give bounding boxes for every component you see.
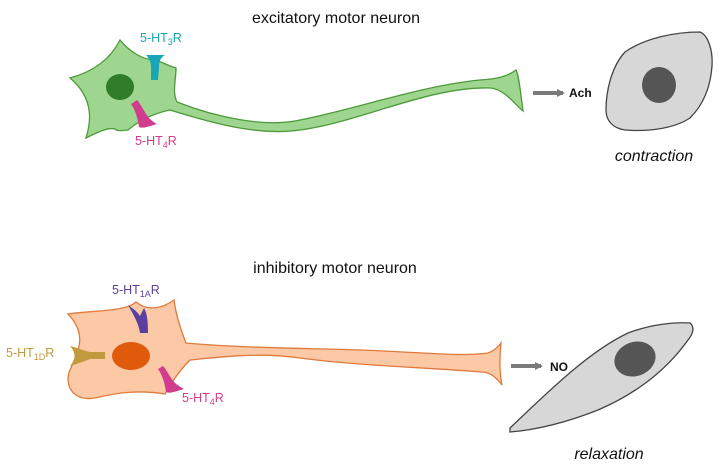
5ht4-receptor-icon xyxy=(158,366,184,393)
ach-label: Ach xyxy=(569,86,592,100)
5ht3-receptor-label: 5-HT3R xyxy=(140,31,182,47)
relaxed-muscle-body xyxy=(509,322,694,433)
5ht4-receptor-label-inhibitory: 5-HT4R xyxy=(182,391,224,407)
contracted-muscle-nucleus xyxy=(642,67,676,103)
5ht1d-receptor-icon xyxy=(70,346,105,366)
inhibitory-title: inhibitory motor neuron xyxy=(253,260,417,277)
inhibitory-nucleus xyxy=(112,342,150,370)
relaxed-muscle-nucleus xyxy=(614,341,656,377)
inhibitory-neuron-body xyxy=(66,298,503,400)
5ht4-receptor-icon xyxy=(131,100,157,128)
excitatory-neuron xyxy=(68,38,524,140)
excitatory-nucleus xyxy=(106,74,134,100)
excitatory-title: excitatory motor neuron xyxy=(252,10,420,27)
inhibitory-neuron xyxy=(66,298,503,400)
excitatory-neuron-body xyxy=(68,38,524,140)
contraction-label: contraction xyxy=(615,148,693,165)
5ht1a-receptor-label: 5-HT1AR xyxy=(112,283,160,299)
5ht1d-receptor-label: 5-HT1DR xyxy=(6,346,54,362)
relaxed-muscle-cell xyxy=(509,322,694,433)
no-label: NO xyxy=(550,360,568,374)
5ht4-receptor-label-excitatory: 5-HT4R xyxy=(135,134,177,150)
5ht1a-receptor-icon xyxy=(128,305,148,333)
5ht3-receptor-icon xyxy=(146,55,165,80)
contracted-muscle-cell xyxy=(605,31,713,132)
relaxation-label: relaxation xyxy=(574,446,643,463)
